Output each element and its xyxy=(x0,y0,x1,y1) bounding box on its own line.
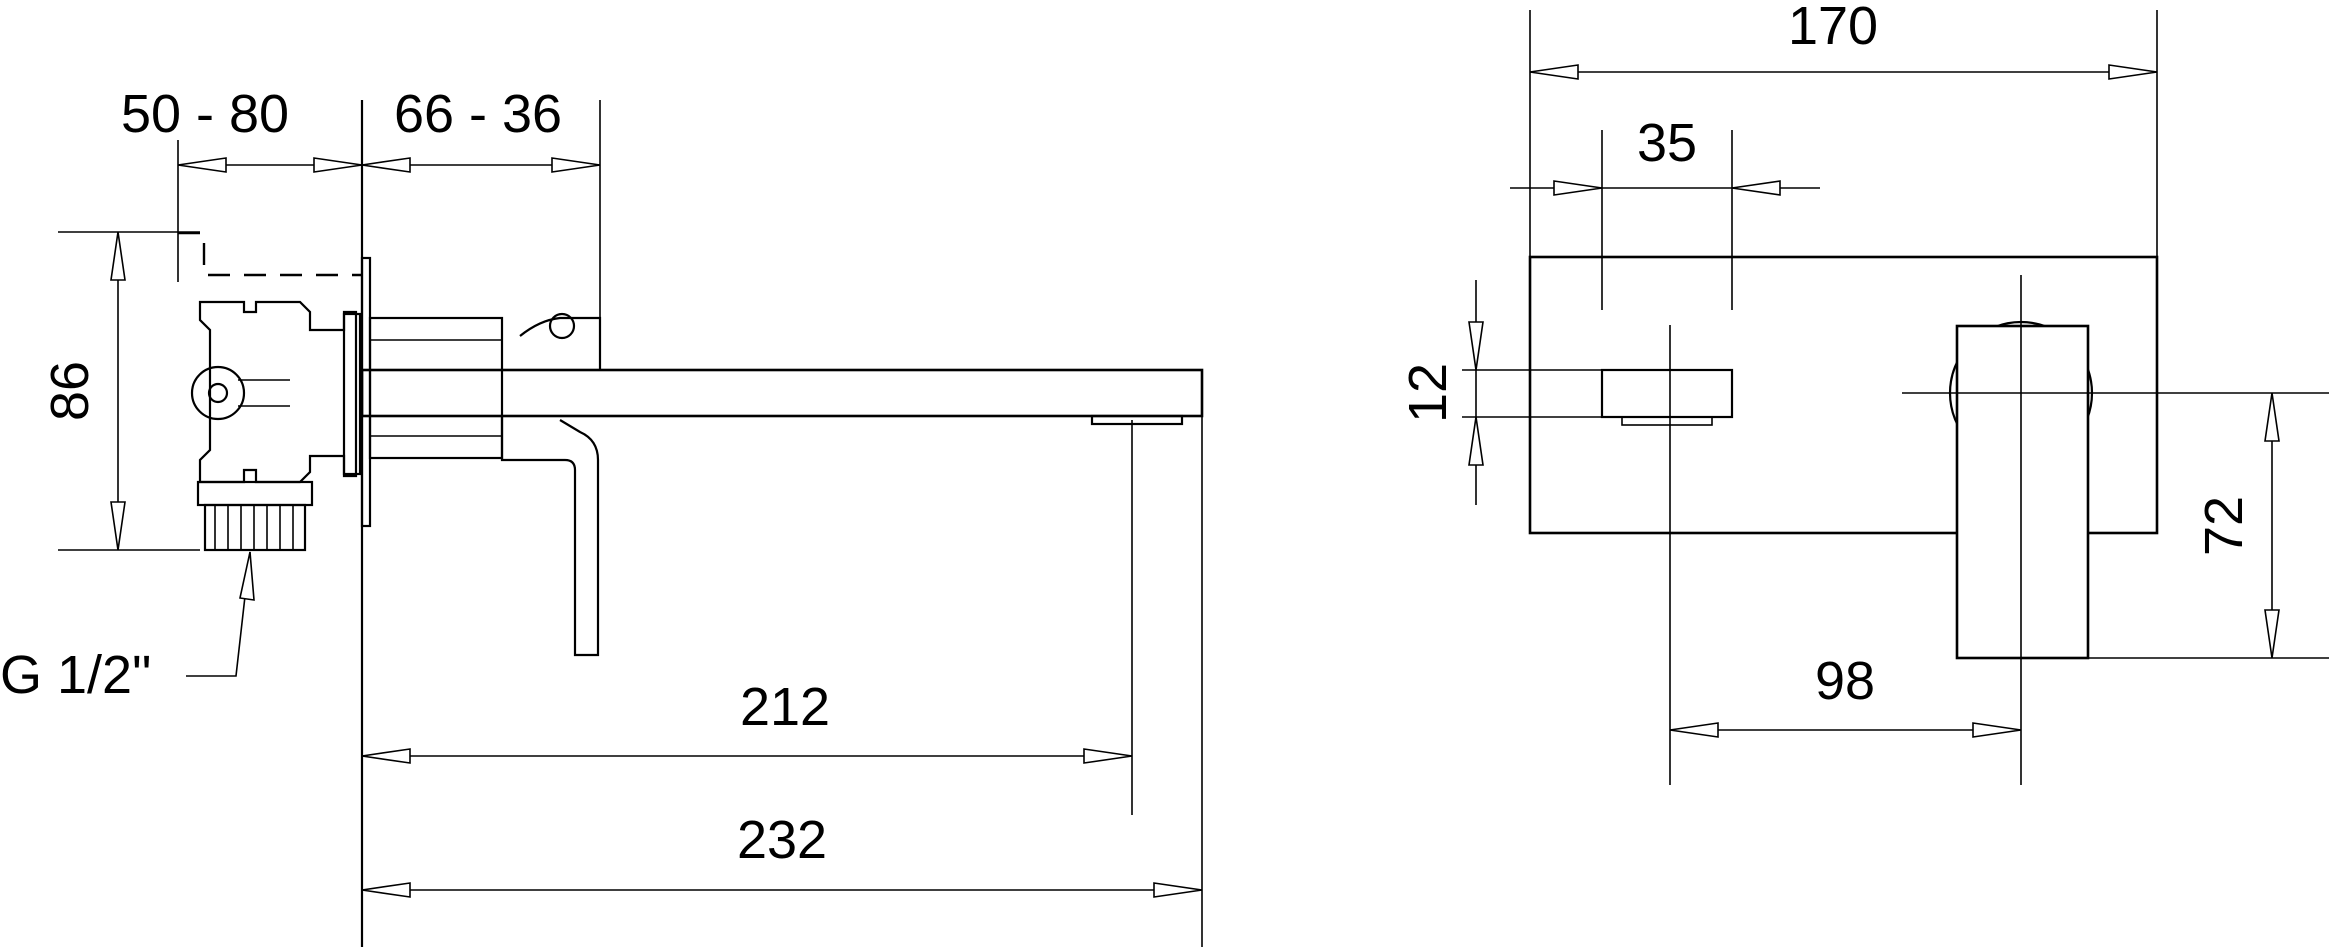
dim-mount-depth: 66 - 36 xyxy=(361,84,601,173)
side-extension-lines xyxy=(58,140,1203,947)
dim-total-reach: 232 xyxy=(361,810,1203,898)
dim-label-handle-height: 72 xyxy=(2194,496,2254,556)
dim-spout-width: 35 xyxy=(1510,113,1820,196)
dim-label-total-reach: 232 xyxy=(737,810,827,870)
dim-label-spout-width: 35 xyxy=(1637,113,1697,173)
dim-valve-depth: 50 - 80 xyxy=(121,84,363,173)
concealed-valve-body xyxy=(178,231,362,552)
dim-label-outlet-to-handle: 98 xyxy=(1815,651,1875,711)
spout xyxy=(360,368,1204,426)
dim-outlet-to-handle: 98 xyxy=(1669,651,2022,738)
dim-outlet-reach: 212 xyxy=(361,677,1133,764)
dim-plate-width: 170 xyxy=(1529,0,2158,80)
dim-label-plate-width: 170 xyxy=(1788,0,1878,56)
spout-base xyxy=(368,316,504,460)
dim-label-outlet-reach: 212 xyxy=(740,677,830,737)
lever-handle xyxy=(500,312,602,657)
front-handle xyxy=(1902,275,2329,785)
dim-label-valve-height: 86 xyxy=(40,361,100,421)
front-spout xyxy=(1462,325,1734,785)
front-view: 170 35 12 72 98 xyxy=(1398,0,2329,785)
dim-spout-height: 12 xyxy=(1398,280,1484,505)
dim-valve-height: 86 xyxy=(40,231,126,551)
dim-handle-height: 72 xyxy=(2194,392,2280,659)
thread-callout: G 1/2" xyxy=(0,551,255,705)
front-wall-plate xyxy=(1528,255,2159,535)
dim-label-spout-height: 12 xyxy=(1398,363,1458,423)
front-extension-lines xyxy=(1529,10,2329,659)
wall-plate xyxy=(360,100,601,947)
side-view: 50 - 80 66 - 36 86 G 1/2" 212 xyxy=(0,84,1204,947)
dim-label-mount-depth: 66 - 36 xyxy=(394,84,562,144)
dim-label-valve-depth: 50 - 80 xyxy=(121,84,289,144)
thread-label: G 1/2" xyxy=(0,645,151,705)
